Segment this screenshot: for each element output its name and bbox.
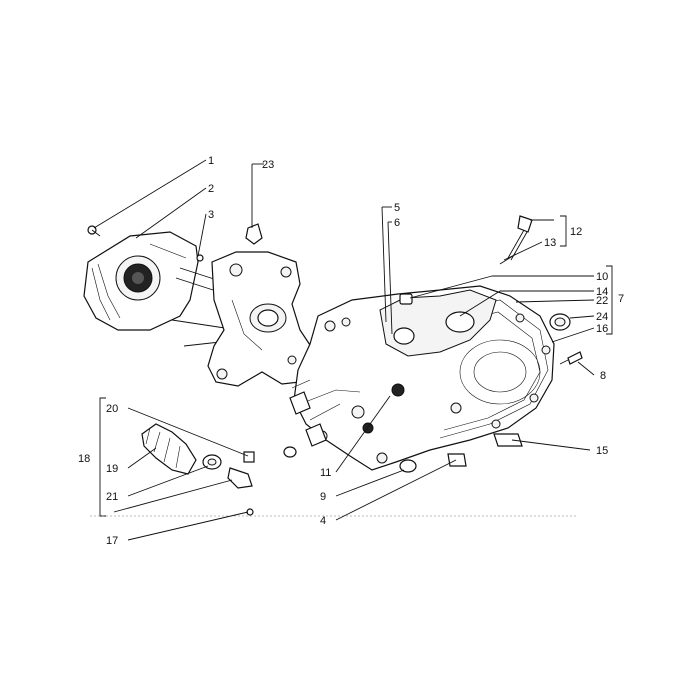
callout-12: 12 — [570, 226, 582, 238]
dipstick-part — [499, 215, 533, 265]
callout-8: 8 — [600, 370, 606, 382]
callout-19: 19 — [106, 463, 118, 475]
fan-cover-part — [83, 231, 199, 331]
callout-11: 11 — [320, 467, 331, 479]
callout-23: 23 — [262, 159, 274, 171]
clamp-part — [399, 459, 417, 473]
callout-20: 20 — [106, 403, 118, 415]
callout-13: 13 — [544, 237, 556, 249]
seal-ring-part — [202, 454, 222, 470]
callout-3: 3 — [208, 209, 214, 221]
callout-16: 16 — [596, 323, 608, 335]
callout-9: 9 — [320, 491, 326, 503]
oil-seal-part — [549, 313, 571, 331]
bolt-part — [559, 351, 583, 365]
gasket-part — [245, 223, 263, 245]
transmission-case — [289, 285, 555, 471]
grommet-part — [227, 467, 253, 489]
spacer-part — [399, 293, 413, 305]
callout-14: 14 — [596, 286, 608, 298]
callout-5: 5 — [394, 202, 400, 214]
group-bracket-7 — [606, 265, 613, 335]
callout-2: 2 — [208, 183, 214, 195]
bushing-part — [283, 446, 297, 458]
rubber-block-part — [447, 453, 467, 467]
callout-18: 18 — [78, 453, 90, 465]
nut-part — [243, 451, 255, 463]
callout-4: 4 — [320, 515, 326, 527]
callout-labels: 1 2 3 23 5 6 12 13 10 14 22 7 24 16 8 15… — [78, 155, 624, 547]
clip-part — [493, 433, 523, 447]
callout-24: 24 — [596, 311, 608, 323]
left-crankcase-half — [207, 251, 313, 387]
callout-6: 6 — [394, 217, 400, 229]
callout-22: 22 — [596, 295, 608, 307]
callout-7: 7 — [618, 293, 624, 305]
group-bracket-12 — [560, 215, 567, 247]
leader-lines — [93, 159, 595, 541]
callout-10: 10 — [596, 271, 608, 283]
callout-1: 1 — [208, 155, 214, 167]
callout-21: 21 — [106, 491, 118, 503]
callout-17: 17 — [106, 535, 118, 547]
callout-15: 15 — [596, 445, 608, 457]
